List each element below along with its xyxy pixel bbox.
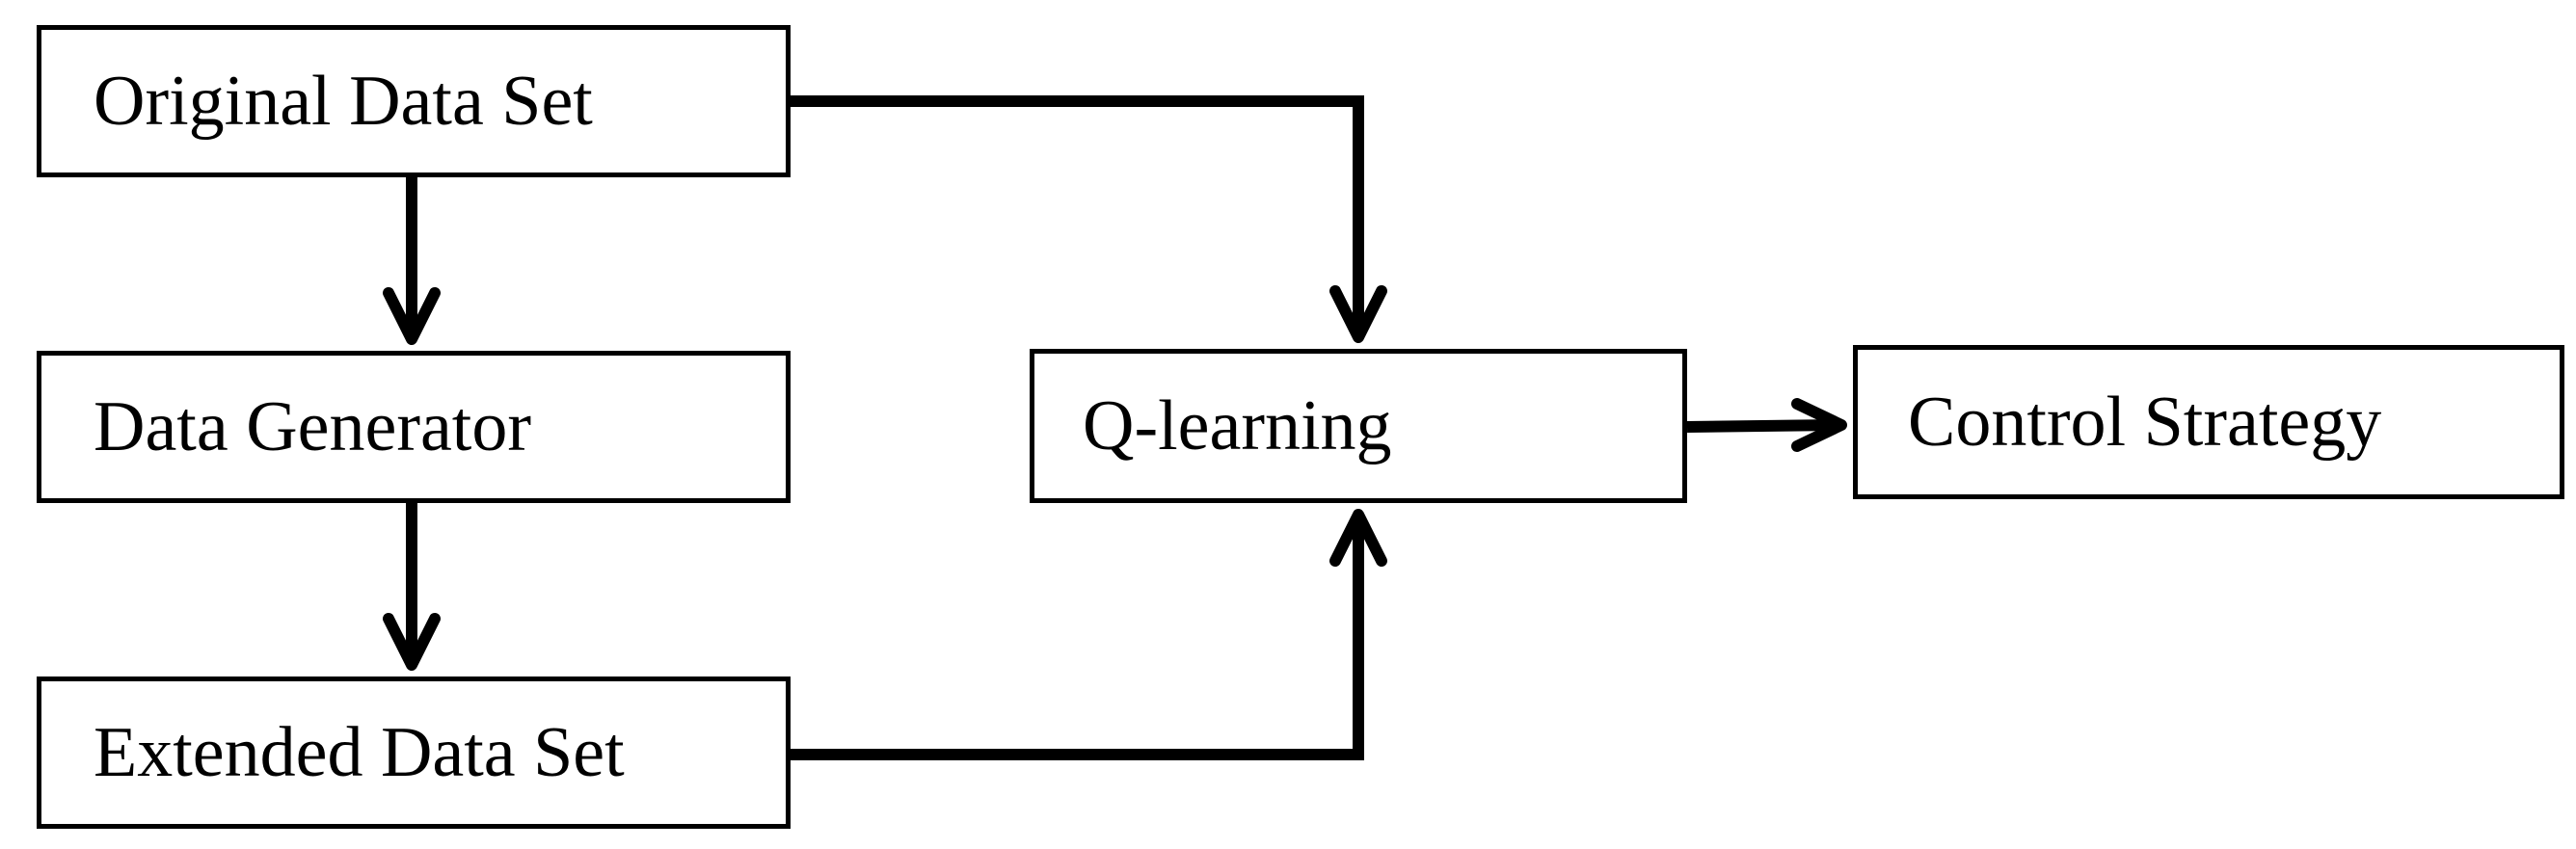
node-label: Extended Data Set: [94, 713, 625, 792]
node-label: Original Data Set: [94, 62, 593, 141]
edge-original-to-qlearning: [791, 95, 1387, 343]
edge-generator-to-extended: [383, 503, 441, 671]
edge-original-to-generator: [383, 177, 441, 345]
node-q-learning: Q-learning: [1030, 349, 1687, 503]
edge-qlearning-to-control: [1686, 398, 1847, 452]
node-label: Q-learning: [1083, 386, 1392, 465]
node-data-generator: Data Generator: [37, 351, 791, 503]
node-label: Data Generator: [94, 387, 532, 466]
node-control-strategy: Control Strategy: [1853, 345, 2564, 499]
edge-extended-to-qlearning: [791, 509, 1387, 760]
node-original-data-set: Original Data Set: [37, 25, 791, 177]
node-extended-data-set: Extended Data Set: [37, 677, 791, 829]
node-label: Control Strategy: [1908, 383, 2382, 462]
